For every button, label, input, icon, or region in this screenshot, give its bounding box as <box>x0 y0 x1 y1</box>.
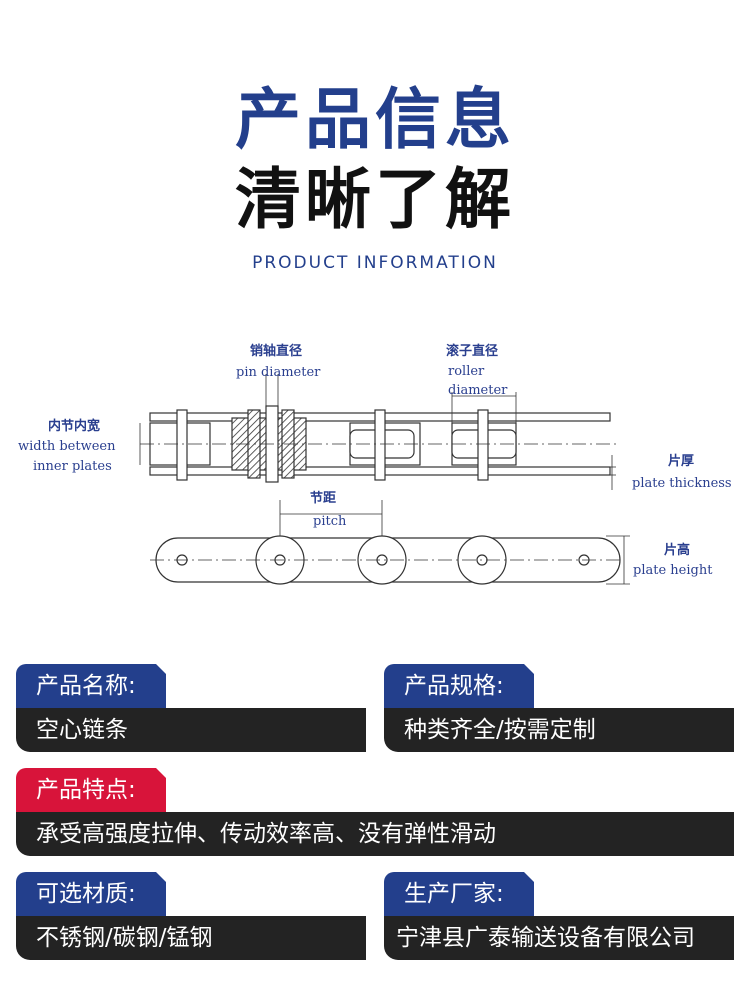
inner-width-en-1: width between <box>18 439 116 454</box>
side-view <box>155 535 621 585</box>
pin-diameter-cn: 销轴直径 <box>250 343 302 359</box>
chain-diagram: 销轴直径 pin diameter 滚子直径 roller diameter 内… <box>18 343 732 585</box>
product-name-value: 空心链条 <box>16 708 366 752</box>
material-label: 可选材质: <box>16 872 166 916</box>
page-subtitle-cn: 清晰了解 <box>235 161 515 238</box>
product-feature-label: 产品特点: <box>16 768 166 812</box>
plate-height-cn: 片高 <box>664 542 690 558</box>
pitch-cn: 节距 <box>310 490 336 506</box>
inner-width-cn: 内节内宽 <box>48 418 100 434</box>
material-value: 不锈钢/碳钢/锰钢 <box>16 916 366 960</box>
product-spec-value: 种类齐全/按需定制 <box>384 708 734 752</box>
product-spec-label: 产品规格: <box>384 664 534 708</box>
product-name-label: 产品名称: <box>16 664 166 708</box>
pin-diameter-en: pin diameter <box>236 365 321 380</box>
product-feature-value: 承受高强度拉伸、传动效率高、没有弹性滑动 <box>16 812 734 856</box>
pitch-en: pitch <box>313 514 347 529</box>
page-subtitle-en: PRODUCT INFORMATION <box>252 253 498 273</box>
roller-diameter-en-2: diameter <box>448 383 508 398</box>
roller-diameter-cn: 滚子直径 <box>446 343 498 359</box>
roller-diameter-en-1: roller <box>448 364 485 379</box>
manufacturer-label: 生产厂家: <box>384 872 534 916</box>
manufacturer-value: 宁津县广泰输送设备有限公司 <box>384 916 734 960</box>
plate-thickness-cn: 片厚 <box>668 453 694 469</box>
plate-thickness-en: plate thickness <box>632 476 732 491</box>
page-title: 产品信息 <box>235 81 515 158</box>
inner-width-en-2: inner plates <box>33 459 112 474</box>
plate-height-en: plate height <box>633 563 713 578</box>
